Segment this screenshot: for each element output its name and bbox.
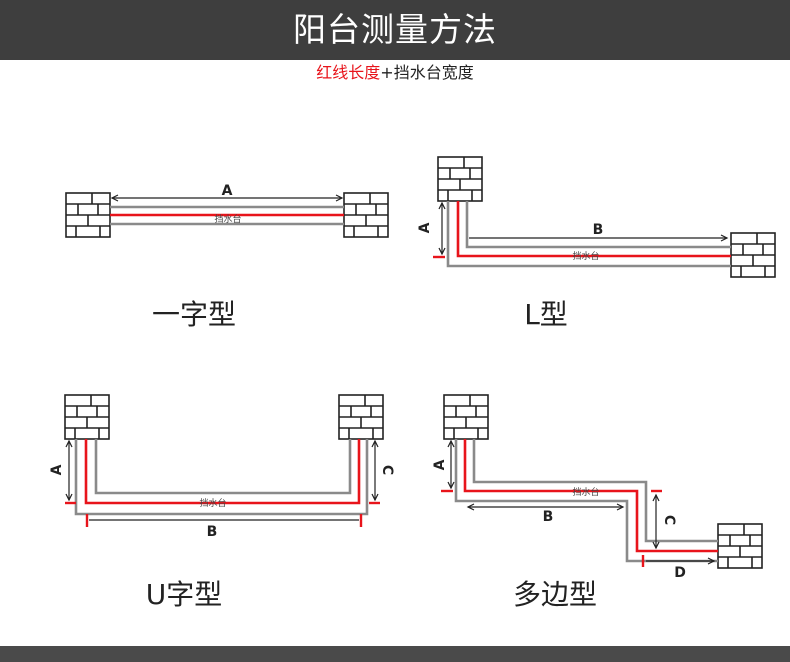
arrowhead: [110, 194, 119, 202]
sill-outer-edge: [446, 201, 731, 268]
arrowhead: [335, 194, 344, 202]
arrowhead: [371, 493, 379, 502]
type-label-polygon: 多边型: [513, 578, 597, 611]
wall-brick-icon: [717, 523, 763, 569]
arrowhead: [65, 439, 73, 448]
type-label-u: U字型: [146, 578, 223, 611]
red-measure-line: [463, 439, 718, 553]
wall-brick-icon: [730, 232, 776, 278]
arrowhead: [652, 541, 660, 550]
sill-inner-edge: [472, 439, 718, 543]
wall-brick-icon: [64, 394, 110, 440]
arrowhead: [447, 439, 455, 448]
sill-label: 挡水台: [214, 213, 241, 225]
u-shape-diagram: A C B 挡水台: [49, 394, 395, 540]
dimension-label-c: C: [379, 465, 395, 475]
arrowhead: [447, 481, 455, 490]
arrowhead: [616, 503, 625, 511]
red-measure-line: [84, 439, 361, 505]
wall-brick-icon: [338, 394, 384, 440]
arrowhead: [438, 247, 446, 256]
sill-inner-edge: [94, 439, 352, 495]
dimension-label-a: A: [417, 222, 433, 233]
dimension-label-a: A: [49, 464, 65, 475]
page-title: 阳台测量方法: [293, 10, 497, 49]
arrowhead: [720, 234, 729, 242]
sill-outer-edge: [74, 439, 369, 516]
dimension-label-b: B: [593, 222, 604, 238]
dimension-label-a: A: [222, 183, 233, 199]
polygon-diagram: A B C D 挡水台: [432, 394, 763, 581]
arrowhead: [707, 557, 716, 565]
subtitle-black-part: +挡水台宽度: [380, 63, 474, 82]
subtitle: 红线长度+挡水台宽度: [0, 62, 790, 84]
sill-label: 挡水台: [572, 486, 599, 498]
arrowhead: [371, 439, 379, 448]
straight-diagram: A 挡水台: [65, 183, 389, 238]
red-measure-line: [456, 201, 731, 258]
dimension-label-b: B: [543, 509, 554, 525]
header-bar: 阳台测量方法: [0, 0, 790, 60]
type-label-l: L型: [524, 298, 568, 331]
wall-brick-icon: [437, 156, 483, 202]
sill-label: 挡水台: [572, 250, 599, 262]
wall-brick-icon: [65, 192, 111, 238]
arrowhead: [652, 493, 660, 502]
subtitle-red-part: 红线长度: [316, 63, 381, 82]
arrowhead: [65, 493, 73, 502]
sill-inner-edge: [465, 201, 731, 249]
arrowhead: [438, 201, 446, 210]
footer-bar: [0, 646, 790, 662]
dimension-label-c: C: [661, 515, 677, 525]
dimension-label-b: B: [207, 524, 218, 540]
l-shape-diagram: A B 挡水台: [417, 156, 776, 278]
type-label-straight: 一字型: [152, 298, 236, 331]
wall-brick-icon: [343, 192, 389, 238]
arrowhead: [466, 503, 475, 511]
sill-label: 挡水台: [199, 497, 226, 509]
wall-brick-icon: [443, 394, 489, 440]
sill-outer-edge: [454, 439, 718, 563]
dimension-label-a: A: [432, 459, 448, 470]
dimension-label-d: D: [674, 565, 686, 581]
